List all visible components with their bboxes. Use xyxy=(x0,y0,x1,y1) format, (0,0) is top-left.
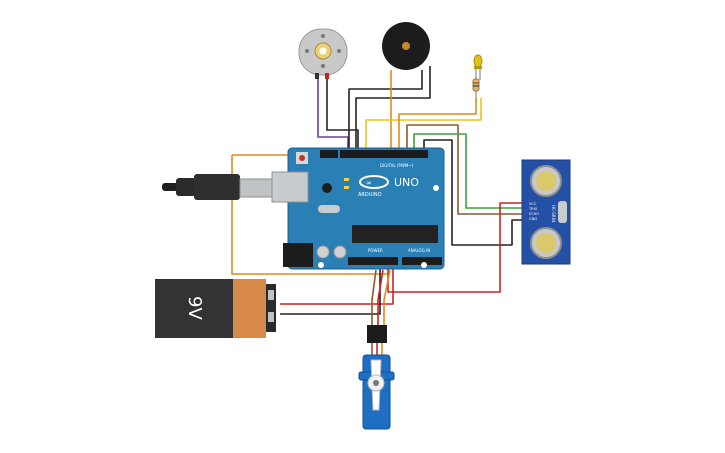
digital-header xyxy=(340,150,428,158)
battery-9v[interactable]: 9V xyxy=(155,279,276,338)
battery-label: 9V xyxy=(184,296,205,320)
motor-shaft xyxy=(319,47,327,55)
analog-header xyxy=(402,257,442,265)
battery-clip xyxy=(266,284,276,332)
motor-screw-top xyxy=(321,34,325,38)
wire-battery-black[interactable] xyxy=(280,268,381,315)
wire-servo-orange[interactable] xyxy=(383,269,391,325)
usb-plug-body xyxy=(194,174,240,200)
icsp-chip xyxy=(322,183,332,193)
motor-screw-bottom xyxy=(321,64,325,68)
capacitor-1 xyxy=(316,245,330,259)
board-led-tx xyxy=(344,186,349,189)
battery-body xyxy=(155,279,235,338)
battery-terminal-2 xyxy=(268,312,274,322)
power-jack xyxy=(283,243,313,267)
pin-label-echo: ECHO xyxy=(529,212,539,216)
wire-servo-brown[interactable] xyxy=(371,269,377,325)
mount-hole-1 xyxy=(318,262,324,268)
wire-buzzer-black[interactable] xyxy=(348,70,423,160)
ultrasonic-sensor[interactable]: VCC TRIG ECHO GND HC-SR04 xyxy=(521,159,571,265)
usb-cable[interactable] xyxy=(162,174,273,200)
resistor xyxy=(472,78,480,92)
servo-motor[interactable] xyxy=(358,325,395,430)
pin-label-vcc: VCC xyxy=(529,202,537,206)
board-led-l xyxy=(344,178,349,181)
logo-label: ARDUINO xyxy=(358,192,382,198)
wire-led-orange[interactable] xyxy=(398,98,477,160)
usb-cable-strain xyxy=(162,183,178,191)
power-label: POWER xyxy=(368,248,383,253)
led-dome xyxy=(473,54,483,68)
analog-label: ANALOG IN xyxy=(408,248,430,253)
led[interactable] xyxy=(472,54,483,98)
dc-motor[interactable] xyxy=(298,28,348,79)
motor-terminal-1 xyxy=(315,73,319,79)
wire-led-yellow[interactable] xyxy=(365,98,482,160)
digital-label: DIGITAL (PWM~) xyxy=(380,163,414,168)
mount-hole-3 xyxy=(421,262,427,268)
ultrasonic-crystal xyxy=(558,201,567,223)
buzzer-center xyxy=(402,42,410,50)
arduino-uno[interactable]: ∞ UNO ARDUINO DIGITAL (PWM~) POWER ANALO… xyxy=(271,147,445,270)
wire-buzzer-black-2[interactable] xyxy=(355,66,431,160)
capacitor-2 xyxy=(333,245,347,259)
wire-brown-ultrasonic[interactable] xyxy=(406,124,522,215)
wire-dark-ultrasonic[interactable] xyxy=(423,139,522,246)
servo-connector xyxy=(367,325,387,343)
motor-screw-right xyxy=(337,49,341,53)
motor-screw-left xyxy=(305,49,309,53)
svg-text:∞: ∞ xyxy=(366,179,372,187)
wire-green-ultrasonic[interactable] xyxy=(413,133,522,209)
usb-plug-metal xyxy=(239,178,273,198)
usb-cable-boot xyxy=(176,178,196,196)
atmega-chip xyxy=(352,225,438,243)
wire-servo-red[interactable] xyxy=(377,269,384,325)
power-header xyxy=(348,257,398,265)
mount-hole-2 xyxy=(433,185,439,191)
pin-label-gnd: GND xyxy=(529,217,537,221)
piezo-buzzer[interactable] xyxy=(382,22,430,70)
battery-terminal-1 xyxy=(268,290,274,300)
wire-battery-red[interactable] xyxy=(280,268,394,305)
reset-button-cap xyxy=(299,155,305,161)
transducer-2-mesh xyxy=(536,233,556,253)
digital-header-left xyxy=(320,150,338,158)
model-label: UNO xyxy=(394,176,419,189)
transducer-1-mesh xyxy=(536,171,556,191)
arduino-logo: ∞ xyxy=(359,175,389,189)
wires xyxy=(231,66,522,325)
servo-screw xyxy=(373,380,379,386)
crystal xyxy=(318,205,340,213)
battery-cap xyxy=(233,279,266,338)
usb-b-port xyxy=(271,171,309,203)
led-base xyxy=(474,66,482,69)
wire-motor-dark[interactable] xyxy=(326,78,359,160)
pin-label-trig: TRIG xyxy=(528,207,538,211)
motor-terminal-2 xyxy=(325,73,329,79)
ultrasonic-model: HC-SR04 xyxy=(551,205,556,223)
